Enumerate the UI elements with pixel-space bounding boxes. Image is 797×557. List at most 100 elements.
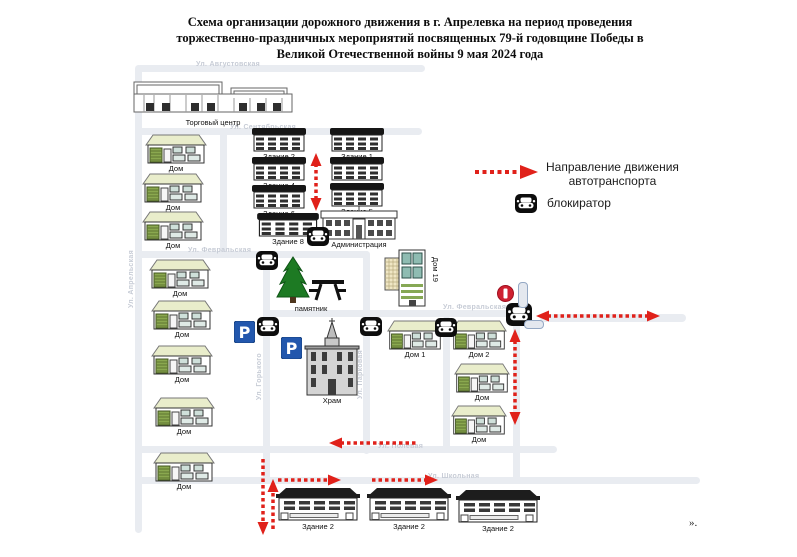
building-house: Дом 1 [387, 320, 443, 359]
building-label: Дом [165, 241, 181, 250]
traffic-arrow [306, 148, 326, 221]
street-label: Ул. Школьная [428, 473, 480, 480]
building-block: Здание 2 [251, 128, 307, 161]
building-label: Дом [168, 164, 184, 173]
building-label: Администрация [331, 240, 387, 249]
legend-blocker-label: блокиратор [547, 196, 611, 211]
street-label: Ул. Горького [256, 353, 263, 401]
building-label: Здание 2 [482, 524, 514, 533]
building-graphic [149, 259, 211, 289]
building-house: Дом [153, 452, 215, 491]
road-sign-capsule [518, 282, 528, 308]
building-graphic [276, 256, 346, 303]
building-label: памятник [294, 304, 328, 313]
legend: Направление движения автотранспорта блок… [472, 160, 722, 213]
building-graphic [142, 173, 204, 203]
legend-blocker-row: блокиратор [472, 193, 722, 213]
building-admin: Администрация [320, 206, 398, 249]
traffic-arrow [253, 449, 273, 545]
building-label: Дом 19 [431, 257, 440, 282]
building-graphic [252, 185, 306, 209]
scheme-title-line: Схема организации дорожного движения в г… [187, 15, 633, 29]
building-church: Храм [302, 318, 362, 405]
building-graphic [153, 397, 215, 427]
building-graphic [367, 488, 451, 521]
road [137, 251, 370, 258]
svg-text:P: P [239, 323, 251, 342]
building-longblock: Здание 2 [367, 486, 451, 531]
legend-direction-label: Направление движения автотранспорта [546, 160, 679, 189]
building-graphic [252, 157, 306, 181]
street-label: Ул. Февральская [443, 304, 507, 311]
building-house: Дом [451, 405, 507, 444]
building-graphic [133, 81, 293, 113]
road [263, 310, 523, 317]
building-monument: памятник [276, 256, 346, 313]
building-label: Дом [176, 427, 192, 436]
building-graphic [330, 183, 384, 207]
blocker-icon [257, 317, 279, 341]
blocker-icon [307, 227, 329, 251]
building-label: Дом 2 [468, 350, 490, 359]
road [220, 130, 227, 256]
building-graphic [151, 300, 213, 330]
building-label: Здание 2 [263, 152, 295, 161]
scheme-title-line: торжественно-праздничных мероприятий пос… [176, 31, 644, 45]
building-label: Торговый центр [185, 118, 241, 127]
building-label: Дом [165, 203, 181, 212]
no-entry-sign-icon [497, 285, 514, 307]
road [443, 316, 450, 450]
building-graphic [151, 345, 213, 375]
road [363, 251, 370, 454]
building-block: Здание 8 [256, 213, 320, 246]
blocker-icon [256, 251, 278, 275]
building-graphic [153, 452, 215, 482]
traffic-arrow [268, 470, 346, 495]
building-graphic [142, 211, 204, 241]
building-house: Дом 2 [451, 320, 507, 359]
road [137, 65, 425, 72]
building-house: Дом [145, 134, 207, 173]
building-longblock: Здание 2 [456, 488, 540, 533]
traffic-arrow [263, 474, 283, 544]
building-graphic [304, 318, 360, 396]
building-longblock: Здание 2 [276, 486, 360, 531]
street-label: Ул. Февральская [188, 247, 252, 254]
building-graphic [252, 128, 306, 152]
building-mall: Торговый центр [133, 80, 293, 127]
parking-sign-icon: P [233, 320, 256, 348]
building-label: Дом [172, 289, 188, 298]
direction-arrow-icon [475, 165, 538, 179]
svg-text:P: P [286, 339, 298, 358]
building-label: Здание 2 [393, 522, 425, 531]
building-block: Здание 4 [251, 157, 307, 190]
building-graphic [276, 488, 360, 521]
building-house: Дом [454, 363, 510, 402]
building-label: Дом [474, 393, 490, 402]
traffic-arrow [505, 324, 525, 435]
building-graphic [330, 128, 384, 152]
building-tower: Дом 19 [384, 248, 440, 308]
road [263, 251, 270, 483]
building-graphic [451, 405, 507, 435]
road [135, 65, 142, 533]
scheme-title: Схема организации дорожного движения в г… [90, 14, 730, 62]
trailing-text: ». [689, 517, 698, 529]
blocker-icon [360, 317, 382, 341]
building-label: Дом [176, 482, 192, 491]
building-house: Дом [142, 211, 204, 250]
building-house: Дом [153, 397, 215, 436]
building-graphic [330, 157, 384, 181]
building-label: Здание 2 [302, 522, 334, 531]
traffic-arrow [531, 306, 665, 331]
building-graphic [451, 320, 507, 350]
building-house: Дом [149, 259, 211, 298]
building-house: Дом [151, 300, 213, 339]
building-label: Дом 1 [404, 350, 426, 359]
building-graphic [454, 363, 510, 393]
scheme-title-line: Великой Отечественной войны 9 мая 2024 г… [276, 47, 544, 61]
road [137, 446, 557, 453]
building-graphic [387, 320, 443, 350]
building-label: Здание 8 [272, 237, 304, 246]
